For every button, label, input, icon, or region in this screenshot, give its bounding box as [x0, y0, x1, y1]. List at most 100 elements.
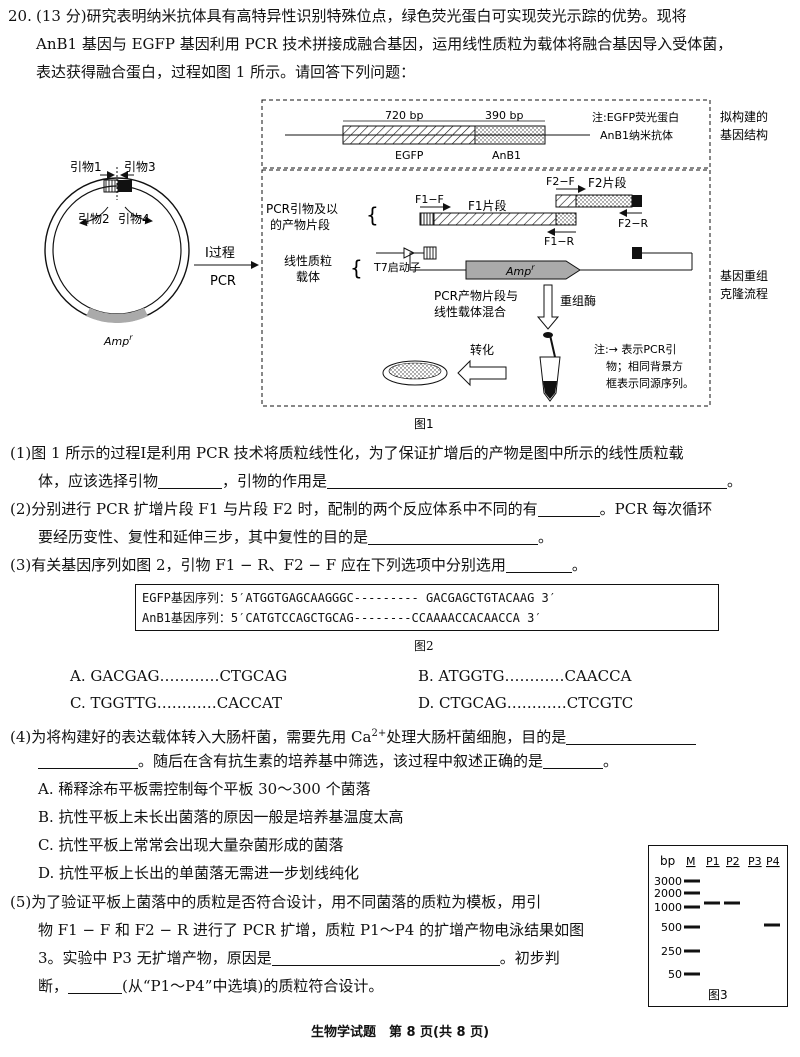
q3-option-d[interactable]: D. CTGCAG…………CTCGTC	[418, 694, 634, 712]
gel-lane-label-m: M	[686, 855, 696, 868]
svg-text:{: {	[366, 203, 379, 227]
q3-blank-choice[interactable]	[505, 556, 572, 573]
gel-lane-label-p1: P1	[706, 855, 720, 868]
gel-marker-label-1000: 1000	[654, 901, 682, 914]
gel-lane-label-p2: P2	[726, 855, 740, 868]
gel-sample-band-p2	[724, 901, 740, 905]
transform-label: 转化	[470, 342, 494, 357]
gel-sample-band-p1	[704, 901, 720, 905]
q2-line-1: (2)分别进行 PCR 扩增片段 F1 与片段 F2 时，配制的两个反应体系中不…	[10, 500, 713, 518]
bp-390-label: 390 bp	[485, 109, 523, 122]
side-label-cloning-2: 克隆流程	[720, 286, 768, 301]
q4-option-d[interactable]: D. 抗性平板上长出的单菌落无需进一步划线纯化	[38, 864, 360, 882]
gel-marker-label-3000: 3000	[654, 875, 682, 888]
gel-marker-band-500	[684, 925, 700, 929]
q1-line-1: (1)图 1 所示的过程Ⅰ是利用 PCR 技术将质粒线性化，为了保证扩增后的产物…	[10, 444, 684, 462]
vector-label-2: 载体	[296, 270, 320, 284]
q2-blank-difference[interactable]	[537, 500, 600, 517]
pcr-products-label-1: PCR引物及以	[266, 202, 338, 216]
q1-blank-function[interactable]	[327, 472, 728, 489]
figure-2-caption: 图2	[414, 639, 434, 653]
gel-marker-band-1000	[684, 905, 700, 909]
primer-4-label: 引物4	[118, 212, 150, 226]
anb1-label: AnB1	[492, 149, 521, 162]
q5-line-1: (5)为了验证平板上菌落中的质粒是否符合设计，用不同菌落的质粒为模板，用引	[10, 893, 542, 911]
vector-amp-label: Ampr	[505, 263, 535, 278]
q4-blank-purpose-cont[interactable]	[38, 752, 138, 769]
side-label-structure-2: 基因结构	[720, 127, 768, 142]
gel-bp-label: bp	[660, 854, 675, 868]
f2-fragment	[575, 194, 633, 208]
q2-blank-annealing[interactable]	[368, 528, 539, 545]
plasmid-inner	[52, 185, 182, 315]
gel-lane-label-p3: P3	[748, 855, 762, 868]
q5-blank-plasmid[interactable]	[68, 977, 123, 994]
figure-3-caption: 图3	[708, 988, 728, 1002]
mix-label-1: PCR产物片段与	[434, 288, 518, 303]
q4-line-2: 。随后在含有抗生素的培养基中筛选，该过程中叙述正确的是。	[38, 749, 618, 774]
gel-sample-band-p4	[764, 923, 780, 927]
anb1-segment	[474, 125, 546, 145]
gel-marker-label-250: 250	[661, 945, 682, 958]
gel-lane-label-p4: P4	[766, 855, 780, 868]
q5-line-3: 3。实验中 P3 无扩增产物，原因是。初步判	[38, 949, 560, 967]
intro-line-3: 表达获得融合蛋白，过程如图 1 所示。请回答下列问题：	[36, 63, 416, 81]
q4-blank-purpose[interactable]	[566, 728, 697, 745]
transform-arrow	[457, 359, 507, 387]
t7-promoter-label: T7启动子	[373, 261, 421, 274]
process-1-label: Ⅰ过程	[205, 246, 235, 261]
anb1-sequence: AnB1基因序列：5′CATGTCCAGCTGCAG--------CCAAAA…	[142, 611, 542, 625]
side-label-structure-1: 拟构建的	[720, 109, 768, 124]
intro-line-1: (13 分)研究表明纳米抗体具有高特异性识别特殊位点，绿色荧光蛋白可实现荧光示踪…	[36, 7, 687, 25]
figure-1: 720 bp 390 bp EGFP AnB1 注:EGFP荧光蛋白 AnB1纳…	[44, 99, 768, 431]
side-label-cloning-1: 基因重组	[720, 269, 768, 283]
f2f-label: F2−F	[546, 175, 575, 188]
page-footer: 生物学试题 第 8 页(共 8 页)	[310, 1025, 490, 1040]
down-arrow	[536, 284, 560, 330]
bp-720-label: 720 bp	[385, 109, 423, 122]
q5-line-2: 物 F1 − F 和 F2 − R 进行了 PCR 扩增，质粒 P1～P4 的扩…	[38, 921, 585, 939]
q3-line-1: (3)有关基因序列如图 2，引物 F1 − R、F2 − F 应在下列选项中分别…	[10, 556, 587, 574]
primer-3-label: 引物3	[124, 160, 156, 174]
q4-blank-choice[interactable]	[543, 752, 604, 769]
f1f-label: F1−F	[415, 193, 444, 206]
question-number: 20.	[8, 7, 32, 25]
q5-line-4: 断，(从“P1～P4”中选填)的质粒符合设计。	[38, 977, 384, 995]
q3-option-a[interactable]: A. GACGAG…………CTGCAG	[70, 667, 288, 685]
gene-structure-box	[261, 99, 711, 169]
egfp-sequence: EGFP基因序列：5′ATGGTGAGCAAGGGC--------- GACG…	[142, 591, 557, 605]
svg-text:{: {	[350, 256, 363, 280]
q1-blank-primer[interactable]	[158, 472, 223, 489]
egfp-segment	[342, 125, 476, 145]
cloning-flow-box	[261, 169, 711, 407]
q4-option-a[interactable]: A. 稀释涂布平板需控制每个平板 30～300 个菌落	[38, 780, 371, 798]
f1-fragment	[433, 212, 557, 226]
q1-line-2: 体，应该选择引物，引物的作用是。	[38, 472, 743, 490]
q2-line-2: 要经历变性、复性和延伸三步，其中复性的目的是。	[38, 528, 554, 546]
q4-option-c[interactable]: C. 抗性平板上常常会出现大量杂菌形成的菌落	[38, 836, 344, 854]
q3-option-b[interactable]: B. ATGGTG…………CAACCA	[418, 667, 632, 685]
f2-label: F2片段	[588, 175, 627, 190]
vector-label-1: 线性质粒	[284, 253, 332, 268]
process-pcr-label: PCR	[210, 274, 236, 289]
primer-1-label: 引物1	[70, 160, 102, 174]
f1-label: F1片段	[468, 198, 507, 213]
note-line-2: 物；相同背景方	[606, 359, 683, 373]
pcr-products-label-2: 的产物片段	[270, 217, 330, 232]
note-anb1: AnB1纳米抗体	[600, 128, 673, 142]
egfp-label: EGFP	[395, 149, 424, 162]
intro-line-2: AnB1 基因与 EGFP 基因利用 PCR 技术拼接成融合基因，运用线性质粒为…	[36, 35, 733, 53]
note-line-3: 框表示同源序列。	[606, 376, 694, 390]
q4-option-b[interactable]: B. 抗性平板上未长出菌落的原因一般是培养基温度太高	[38, 808, 404, 826]
figure-1-caption: 图1	[414, 417, 434, 431]
note-egfp: 注:EGFP荧光蛋白	[592, 110, 679, 124]
q3-option-c[interactable]: C. TGGTTG…………CACCAT	[70, 694, 282, 712]
f1r-label: F1−R	[544, 235, 575, 248]
gel-marker-band-2000	[684, 891, 700, 895]
q5-blank-reason[interactable]	[271, 949, 500, 966]
f2r-label: F2−R	[618, 217, 649, 230]
q4-line-1: (4)为将构建好的表达载体转入大肠杆菌，需要先用 Ca2+处理大肠杆菌细胞，目的…	[10, 721, 697, 750]
mix-label-2: 线性载体混合	[434, 304, 506, 319]
primer-2-label: 引物2	[78, 212, 110, 226]
